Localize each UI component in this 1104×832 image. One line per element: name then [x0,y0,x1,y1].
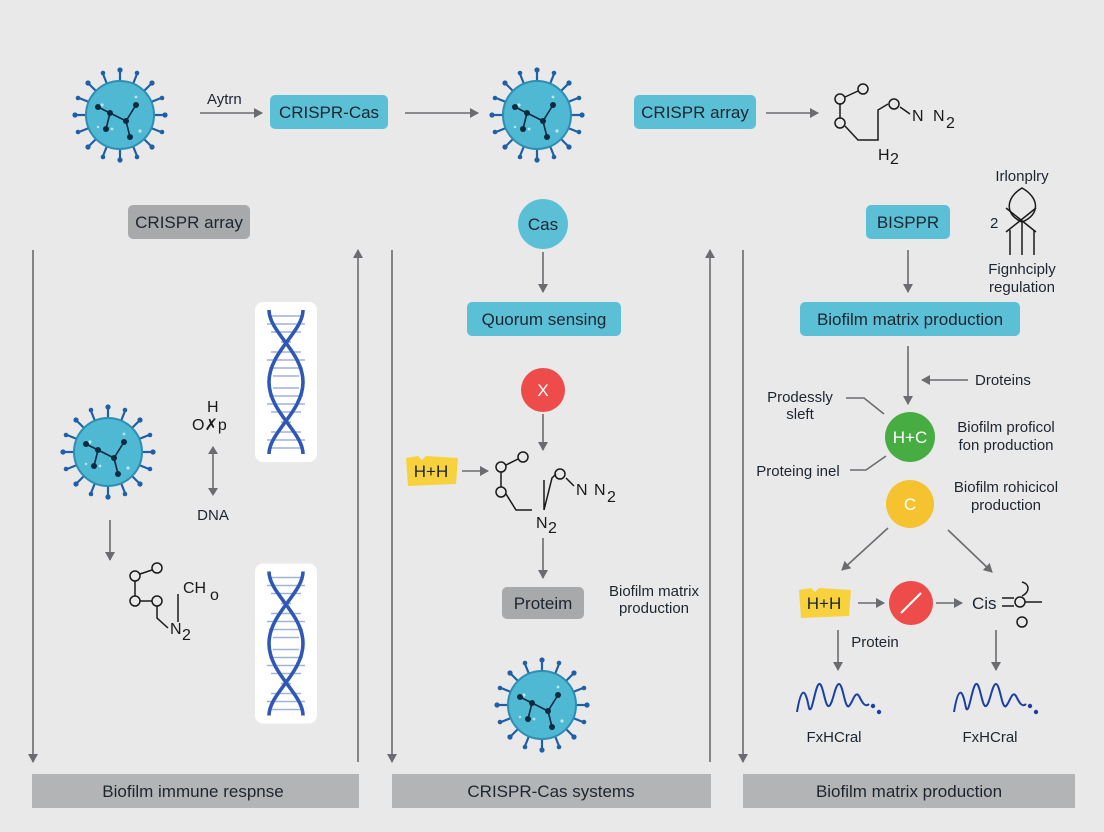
proficol-line2: fon production [958,437,1053,454]
helix-structure-icon [1005,187,1037,255]
x-circle-label: X [537,381,548,400]
n2-label: N [170,621,182,638]
chem-n2-sub: 2 [946,115,955,132]
chem-n-label: N [912,108,924,125]
proteing-inel-label: Proteing inel [756,463,839,480]
bispr-box [866,205,950,239]
fxhcral-right-label: FxHCral [963,729,1018,746]
nn-label-2: N [594,482,606,499]
col2-footer-bar [392,774,711,808]
cis-label: Cis [972,594,997,613]
rohicicol-line2: production [971,497,1041,514]
c-circle-label: C [904,495,916,514]
molecule-structure-col1: CH o N 2 [129,562,219,644]
bispr-label: BISPPR [877,213,939,232]
col3-footer-bar [743,774,1075,808]
hh-tag-label: H+H [414,462,448,481]
regulation-line1: Fignhciply [988,261,1056,278]
col1-footer-bar [32,774,359,808]
prodessly-line2: sleft [786,406,814,423]
crispr-array-box-top [634,95,756,129]
crispr-cas-label: CRISPR-Cas [279,103,379,122]
chem-h2-label: H [878,147,890,164]
crispr-array-label: CRISPR array [135,213,243,232]
dna-label: DNA [197,507,229,524]
col1-footer-label: Biofilm immune respnse [102,782,283,801]
regulation-line2: regulation [989,279,1055,296]
oxp-label: O✗p [192,417,227,434]
ch-sub: o [210,587,219,604]
ch-label: CH [183,580,206,597]
n-label: N [536,515,548,532]
dna-helix-icon [255,562,317,725]
signal-wave-icon [953,682,1040,716]
droteins-label: Droteins [975,372,1031,389]
h-label: H [207,399,219,416]
irlonplry-label: Irlonplry [995,168,1049,185]
crispr-array-label-top: CRISPR array [641,103,749,122]
arrow-c-to-left [841,527,889,571]
virus-icon [493,656,591,754]
aytrn-label: Aytrn [207,91,242,108]
connector-prodessly [846,397,885,415]
c-circle [886,480,934,528]
proficol-line1: Biofilm proficol [957,419,1055,436]
col3-footer-label: Biofilm matrix production [816,782,1002,801]
prodessly-line1: Prodessly [767,389,833,406]
cas-circle [518,199,568,249]
col2-footer-label: CRISPR-Cas systems [467,782,634,801]
n2-sub: 2 [182,627,191,644]
biofilm-matrix-label: Biofilm matrix production [817,310,1003,329]
cas-label: Cas [528,215,558,234]
quorum-sensing-label: Quorum sensing [482,310,607,329]
rohicicol-line1: Biofilm rohicicol [954,479,1058,496]
protein-label: Proteim [514,594,573,613]
biofilm-matrix-line1: Biofilm matrix [609,583,700,600]
dna-helix-icon [255,302,317,462]
x-circle [521,368,565,412]
nn-label: N [576,482,588,499]
crispr-cas-box [270,95,388,129]
connector-proteing [850,455,887,471]
virus-icon [71,66,169,164]
protein-box [502,587,584,619]
virus-icon [59,403,157,501]
signal-wave-icon [796,682,883,716]
biofilm-matrix-line2: production [619,600,689,617]
molecule-structure-top: N N 2 H 2 [834,83,955,168]
hc-circle-label: H+C [893,428,927,447]
fxhcral-left-label: FxHCral [807,729,862,746]
cis-bond-structure [1002,581,1042,628]
virus-icon [488,66,586,164]
protein-label-right: Protein [851,634,899,651]
hh-tag-label-right: H+H [807,594,841,613]
hc-circle [885,412,935,462]
arrow-c-to-right [947,529,993,573]
label-two: 2 [990,215,998,232]
n-sub: 2 [548,520,557,537]
slash-icon [900,592,922,614]
chem-h2-sub: 2 [890,151,899,168]
quorum-sensing-box [467,302,621,336]
biofilm-matrix-box [800,302,1020,336]
molecule-structure-col2: N N 2 N 2 [495,451,616,537]
crispr-array-box [128,205,250,239]
nn-sub: 2 [607,489,616,506]
chem-n2-label: N [933,108,945,125]
